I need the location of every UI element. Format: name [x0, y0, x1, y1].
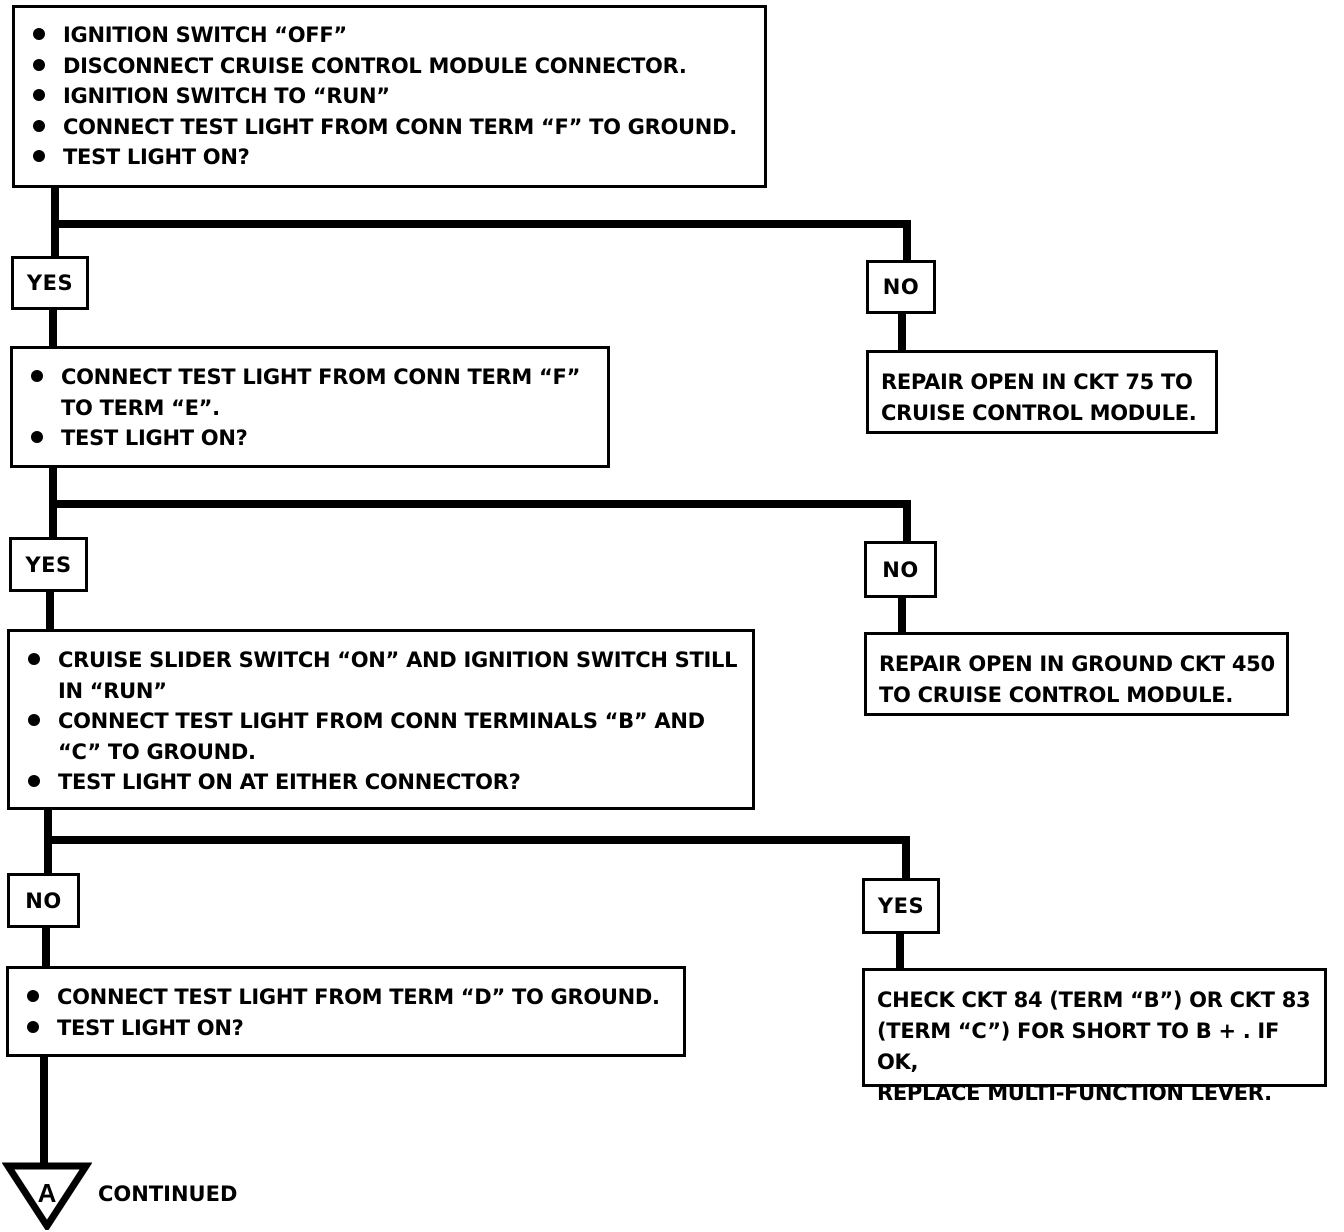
- bullet-icon: [28, 775, 40, 787]
- step-3-list: CRUISE SLIDER SWITCH “ON” AND IGNITION S…: [22, 645, 742, 798]
- bullet-icon: [33, 28, 45, 40]
- branch-2-no-label: NO: [864, 541, 937, 598]
- step-2-item: TEST LIGHT ON?: [25, 423, 597, 454]
- step-1-item: DISCONNECT CRUISE CONTROL MODULE CONNECT…: [27, 51, 754, 82]
- step-2-list: CONNECT TEST LIGHT FROM CONN TERM “F” TO…: [25, 362, 597, 454]
- flow-line: [903, 500, 911, 544]
- step-4-item: CONNECT TEST LIGHT FROM TERM “D” TO GROU…: [21, 982, 673, 1013]
- flow-line: [40, 1055, 48, 1167]
- bullet-icon: [31, 370, 43, 382]
- flow-line: [896, 932, 904, 970]
- step-box-4: CONNECT TEST LIGHT FROM TERM “D” TO GROU…: [6, 966, 686, 1057]
- step-1-list: IGNITION SWITCH “OFF” DISCONNECT CRUISE …: [27, 20, 754, 173]
- bullet-icon: [31, 431, 43, 443]
- branch-3-no-label: NO: [7, 873, 80, 928]
- step-box-1: IGNITION SWITCH “OFF” DISCONNECT CRUISE …: [12, 5, 767, 188]
- flow-line: [902, 836, 910, 881]
- step-3-item: CONNECT TEST LIGHT FROM CONN TERMINALS “…: [22, 706, 742, 767]
- flow-line: [898, 596, 906, 634]
- result-box-1: REPAIR OPEN IN CKT 75 TO CRUISE CONTROL …: [866, 350, 1218, 434]
- continued-label: CONTINUED: [98, 1182, 238, 1206]
- step-1-item: CONNECT TEST LIGHT FROM CONN TERM “F” TO…: [27, 112, 754, 143]
- branch-2-yes-label: YES: [9, 537, 88, 592]
- bullet-icon: [28, 653, 40, 665]
- branch-1-no-label: NO: [866, 260, 936, 314]
- bullet-icon: [33, 89, 45, 101]
- bullet-icon: [27, 990, 39, 1002]
- bullet-icon: [33, 58, 45, 71]
- connector-letter: A: [38, 1178, 57, 1208]
- branch-1-yes-label: YES: [11, 256, 89, 310]
- result-3-text: CHECK CKT 84 (TERM “B”) OR CKT 83 (TERM …: [877, 988, 1311, 1105]
- bullet-icon: [33, 150, 45, 162]
- flow-line: [49, 500, 911, 508]
- step-3-item: CRUISE SLIDER SWITCH “ON” AND IGNITION S…: [22, 645, 742, 706]
- flow-line: [49, 308, 57, 350]
- connector-triangle-icon: A: [2, 1162, 92, 1230]
- result-box-3: CHECK CKT 84 (TERM “B”) OR CKT 83 (TERM …: [862, 968, 1327, 1105]
- branch-3-yes-label: YES: [862, 878, 940, 934]
- step-1-item: TEST LIGHT ON?: [27, 142, 754, 173]
- step-4-item: TEST LIGHT ON?: [21, 1013, 673, 1044]
- flow-line: [903, 220, 911, 262]
- result-1-text: REPAIR OPEN IN CKT 75 TO CRUISE CONTROL …: [881, 370, 1197, 425]
- bullet-icon: [33, 119, 45, 132]
- step-1-item: IGNITION SWITCH TO “RUN”: [27, 81, 754, 112]
- flow-line: [898, 312, 906, 352]
- flow-line: [42, 926, 50, 970]
- result-2-text: REPAIR OPEN IN GROUND CKT 450 TO CRUISE …: [879, 652, 1275, 707]
- step-box-2: CONNECT TEST LIGHT FROM CONN TERM “F” TO…: [10, 346, 610, 468]
- step-4-list: CONNECT TEST LIGHT FROM TERM “D” TO GROU…: [21, 982, 673, 1043]
- step-1-item: IGNITION SWITCH “OFF”: [27, 20, 754, 51]
- flow-line: [46, 590, 54, 632]
- step-2-item: CONNECT TEST LIGHT FROM CONN TERM “F” TO…: [25, 362, 597, 423]
- bullet-icon: [28, 714, 40, 726]
- flow-line: [44, 836, 910, 844]
- bullet-icon: [27, 1020, 39, 1033]
- flow-line: [51, 220, 911, 228]
- result-box-2: REPAIR OPEN IN GROUND CKT 450 TO CRUISE …: [864, 632, 1289, 716]
- step-3-item: TEST LIGHT ON AT EITHER CONNECTOR?: [22, 767, 742, 798]
- step-box-3: CRUISE SLIDER SWITCH “ON” AND IGNITION S…: [7, 629, 755, 810]
